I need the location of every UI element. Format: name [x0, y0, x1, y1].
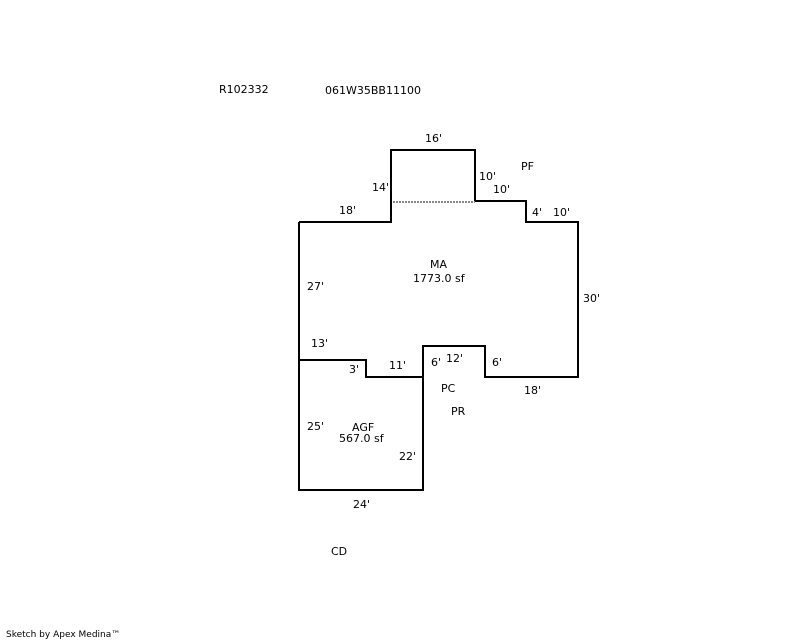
parcel-id: R102332	[219, 83, 269, 96]
dim-top-bump-right: 10'	[479, 170, 496, 183]
dim-step-down: 4'	[532, 206, 542, 219]
sketch-credit: Sketch by Apex Medina™	[6, 630, 120, 640]
main-area-outline	[298, 149, 579, 491]
dim-notch-right: 6'	[492, 356, 502, 369]
dim-notch-top: 12'	[446, 352, 463, 365]
garage-outline	[299, 359, 423, 378]
dim-right-top: 10'	[553, 206, 570, 219]
dim-garage-top-left: 13'	[311, 337, 328, 350]
dim-garage-bottom: 24'	[353, 498, 370, 511]
label-pf: PF	[521, 160, 534, 173]
dim-notch-left: 6'	[431, 356, 441, 369]
dim-garage-top-right: 11'	[389, 359, 406, 372]
dim-top-bump-left: 14'	[372, 181, 389, 194]
dim-left-side: 27'	[307, 280, 324, 293]
dim-top-bump-top: 16'	[425, 132, 442, 145]
main-area-code: MA	[430, 258, 447, 271]
dim-garage-left: 25'	[307, 420, 324, 433]
label-pc: PC	[441, 382, 456, 395]
map-number: 061W35BB11100	[325, 84, 421, 97]
dim-bottom-right: 18'	[524, 384, 541, 397]
dim-right-side: 30'	[583, 292, 600, 305]
label-pr: PR	[451, 405, 466, 418]
dim-garage-step: 3'	[349, 363, 359, 376]
garage-area-code: AGF	[352, 421, 374, 434]
garage-area-size: 567.0 sf	[339, 432, 385, 445]
dim-garage-right: 22'	[399, 450, 416, 463]
dim-step-top: 10'	[493, 183, 510, 196]
main-area-size: 1773.0 sf	[413, 272, 466, 285]
label-cd: CD	[331, 545, 347, 558]
dim-left-top: 18'	[339, 204, 356, 217]
